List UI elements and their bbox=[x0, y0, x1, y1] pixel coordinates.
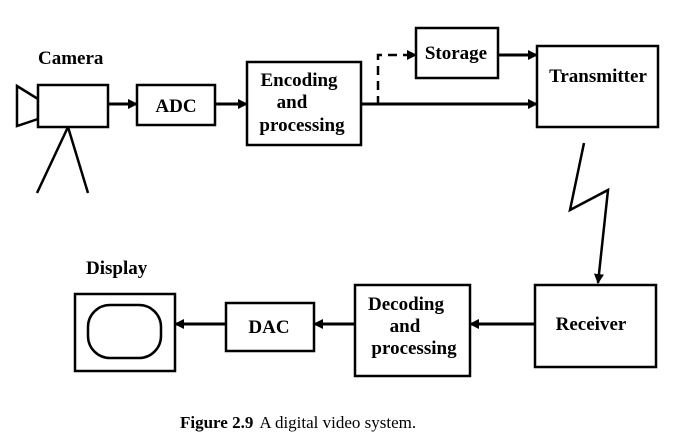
encoding-label-line3: processing bbox=[259, 115, 345, 136]
camera-icon bbox=[15, 83, 110, 194]
transmitter-block bbox=[535, 44, 660, 129]
encoding-label-line1: Encoding bbox=[260, 70, 338, 91]
decoding-label-line3: processing bbox=[371, 338, 457, 359]
storage-block bbox=[414, 26, 500, 80]
decoding-label-line1: Decoding bbox=[368, 294, 445, 315]
display-icon bbox=[73, 292, 177, 373]
wireless-link-arrow bbox=[568, 142, 610, 284]
encoding-label-line2: and bbox=[277, 92, 308, 113]
encoding-block bbox=[245, 60, 363, 147]
decoding-block bbox=[353, 283, 472, 378]
adc-label: ADC bbox=[155, 96, 196, 117]
figure-caption: Figure 2.9 A digital video system. bbox=[180, 413, 416, 432]
decoding-label-line2: and bbox=[390, 316, 421, 337]
dashed-arrow-to-storage bbox=[362, 50, 417, 106]
camera-label: Camera bbox=[38, 48, 104, 69]
receiver-block bbox=[533, 283, 658, 369]
dac-label: DAC bbox=[248, 317, 289, 338]
caption-text: A digital video system. bbox=[259, 413, 416, 432]
caption-figure-number: Figure 2.9 bbox=[180, 413, 253, 432]
dac-block bbox=[224, 301, 316, 353]
transmitter-label: Transmitter bbox=[549, 66, 647, 87]
receiver-label: Receiver bbox=[556, 314, 627, 335]
display-label: Display bbox=[86, 258, 148, 279]
storage-label: Storage bbox=[425, 43, 487, 64]
